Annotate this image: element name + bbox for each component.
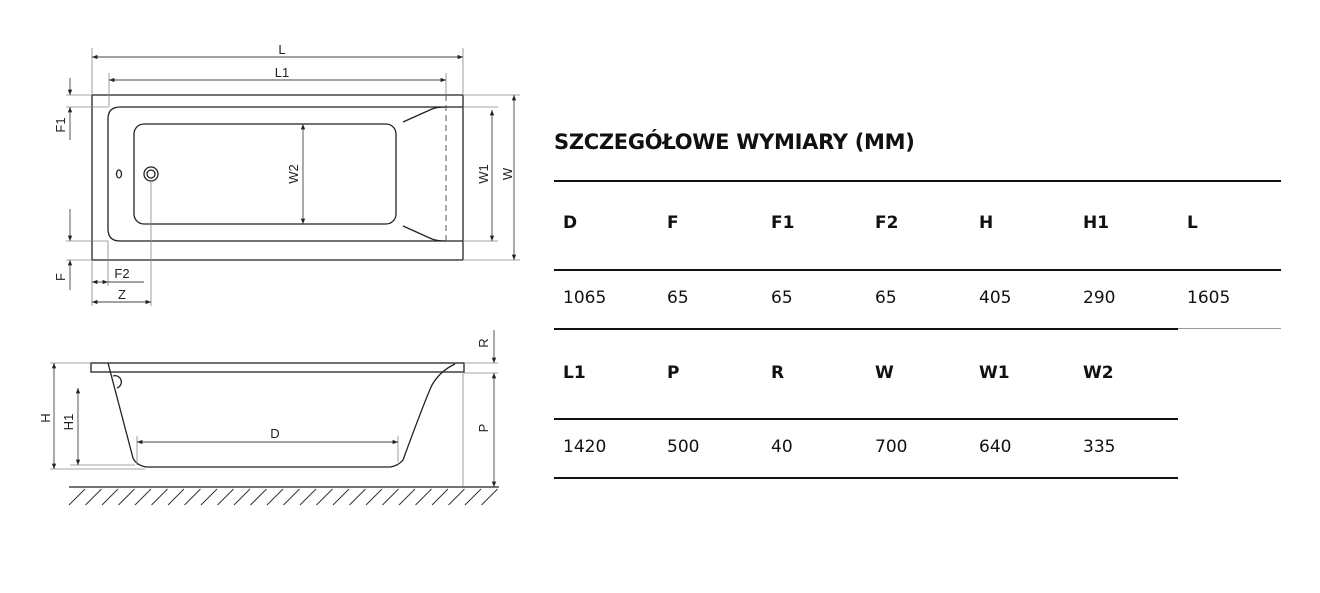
label-R: R <box>476 338 491 347</box>
hatch-line <box>415 488 432 506</box>
hatch-line <box>266 488 284 506</box>
column-header: L1 <box>563 363 586 383</box>
column-header: F <box>667 213 679 233</box>
dimension-value: 1065 <box>563 288 607 308</box>
hatch-line <box>68 488 86 506</box>
hatch-line <box>316 488 333 506</box>
hatch-line <box>349 488 366 506</box>
dimension-value: 700 <box>875 437 908 457</box>
dimension-value: 290 <box>1083 288 1116 308</box>
table-divider <box>554 418 1178 420</box>
column-header: P <box>667 363 680 383</box>
hatch-line <box>365 488 383 506</box>
hatch-line <box>85 488 102 506</box>
dimension-value: 65 <box>771 288 793 308</box>
label-W1: W1 <box>476 164 491 184</box>
label-F1: F1 <box>53 117 68 132</box>
column-header: W2 <box>1083 363 1114 383</box>
table-divider <box>554 477 1178 479</box>
dimension-value: 65 <box>875 288 897 308</box>
column-header: D <box>563 213 578 233</box>
hatch-line <box>167 488 185 506</box>
label-H1: H1 <box>61 414 76 431</box>
table-divider <box>554 269 1281 271</box>
hatch-line <box>250 488 267 506</box>
hatch-line <box>134 488 152 506</box>
overflow-icon <box>115 169 123 179</box>
hatch-line <box>481 488 498 506</box>
hatch-line <box>382 488 399 506</box>
hatch-line <box>448 488 465 506</box>
hatch-line <box>464 488 482 506</box>
column-header: R <box>771 363 785 383</box>
top-view: L L1 F1 F F2 Z W2 W1 W <box>53 42 520 306</box>
hatch-line <box>431 488 449 506</box>
drain-icon <box>143 166 159 182</box>
dimensions-title: SZCZEGÓŁOWE WYMIARY (MM) <box>554 130 915 154</box>
bathtub-dimension-drawing: L L1 F1 F F2 Z W2 W1 W H H1 D R P <box>38 42 520 506</box>
label-L: L <box>278 42 285 57</box>
dimension-value: 405 <box>979 288 1012 308</box>
column-header: H1 <box>1083 213 1110 233</box>
hatch-line <box>233 488 251 506</box>
table-divider <box>554 180 1281 182</box>
column-header: F2 <box>875 213 899 233</box>
dimension-value: 1420 <box>563 437 607 457</box>
column-header: H <box>979 213 994 233</box>
label-H: H <box>38 413 53 422</box>
hatch-line <box>299 488 317 506</box>
side-view: H H1 D R P <box>38 330 499 506</box>
label-F: F <box>53 273 68 281</box>
hatch-line <box>151 488 168 506</box>
hatch-line <box>184 488 201 506</box>
dimension-value: 335 <box>1083 437 1116 457</box>
hatch-line <box>101 488 119 506</box>
hatch-line <box>200 488 218 506</box>
label-P: P <box>476 424 491 433</box>
label-Z: Z <box>118 287 126 302</box>
column-header: W1 <box>979 363 1010 383</box>
hatch-line <box>398 488 416 506</box>
hatch-line <box>283 488 300 506</box>
hatch-line <box>332 488 350 506</box>
table-divider <box>1178 328 1281 329</box>
column-header: L <box>1187 213 1198 233</box>
floor-hatching <box>68 488 498 506</box>
label-W2: W2 <box>286 164 301 184</box>
hatch-line <box>118 488 135 506</box>
dimension-value: 500 <box>667 437 700 457</box>
dimension-value: 40 <box>771 437 793 457</box>
dimension-value: 1605 <box>1187 288 1231 308</box>
table-divider <box>554 328 1178 330</box>
label-W: W <box>500 167 515 180</box>
label-D: D <box>270 426 279 441</box>
column-header: F1 <box>771 213 795 233</box>
label-F2: F2 <box>114 266 129 281</box>
column-header: W <box>875 363 894 383</box>
label-L1: L1 <box>275 65 289 80</box>
dimension-value: 640 <box>979 437 1012 457</box>
hatch-line <box>217 488 234 506</box>
dimension-value: 65 <box>667 288 689 308</box>
